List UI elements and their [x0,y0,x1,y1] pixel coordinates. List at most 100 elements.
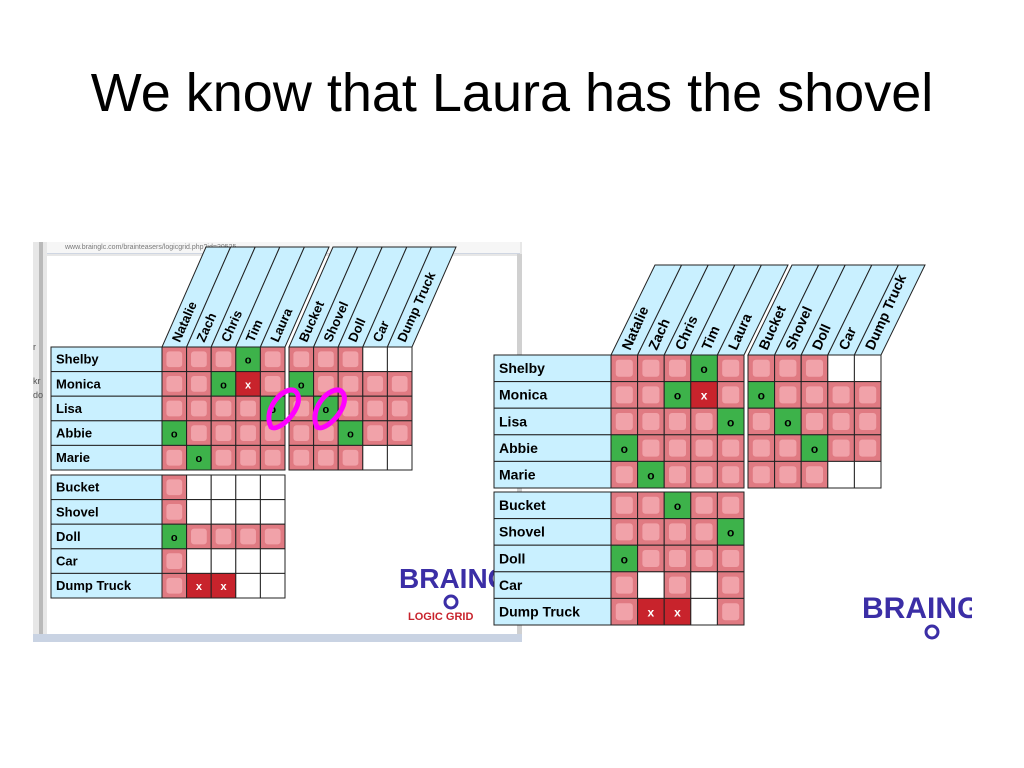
cell-marie-dump-truck[interactable] [386,444,413,471]
cell-shelby-car[interactable] [827,354,855,383]
cell-shelby-dump-truck[interactable] [853,354,882,383]
cell-abbie-zach-shade [191,425,207,441]
row2-label-shovel-box [50,499,163,525]
cutoff-text-3: do [33,390,44,400]
cell-abbie-natalie[interactable] [610,434,639,462]
cell-lisa-chris-shade [668,412,687,431]
cell-monica-shovel-shade [779,386,797,404]
cell-lisa-tim-shade [240,400,256,417]
cell-doll-natalie-mark: o [621,552,628,566]
cell-car-chris[interactable] [210,548,237,574]
cell-shovel-chris[interactable] [210,499,237,525]
cell-car-chris-shade [668,576,687,594]
cell-abbie-chris-shade [668,439,687,457]
cell-shelby-car[interactable] [362,346,388,373]
cell-shelby-laura-shade [264,351,281,368]
cell-shelby-bucket-shade [752,359,770,377]
cell-marie-laura[interactable] [716,460,745,489]
cell-doll-laura-shade [264,528,281,545]
cell-monica-laura[interactable] [716,381,745,409]
cell-dump-truck-tim[interactable] [690,597,718,626]
cell-monica-natalie-shade [166,376,183,392]
cell-monica-laura-shade [264,376,281,392]
cell-shovel-laura[interactable] [259,499,286,525]
cell-monica-bucket-mark: o [758,389,765,403]
row2-label-doll-box [50,523,163,550]
cell-car-laura[interactable] [259,548,286,574]
cell-dump-truck-tim[interactable] [235,572,261,599]
cell-shelby-shovel-shade [318,351,334,368]
cell-shovel-tim[interactable] [235,499,261,525]
cell-abbie-car-shade [367,425,383,441]
cell-abbie-doll[interactable] [337,420,364,446]
cell-marie-doll-shade [342,449,359,466]
cell-car-zach[interactable] [637,571,665,599]
cell-doll-tim[interactable] [235,523,261,550]
cell-shelby-doll-shade [805,359,824,377]
cell-monica-natalie-shade [615,386,633,404]
cell-marie-laura-shade [264,449,281,466]
cutoff-text-2: kr [33,376,41,386]
cell-doll-natalie[interactable] [161,523,188,550]
cell-abbie-doll-mark: o [347,429,354,441]
cell-lisa-zach[interactable] [186,395,212,422]
cell-dump-truck-chris[interactable] [210,572,237,599]
row-label-lisa: Lisa [499,413,527,429]
cell-abbie-natalie[interactable] [161,420,188,446]
row-label-lisa-box [50,395,163,422]
cell-abbie-shovel-shade [779,439,797,457]
cell-lisa-zach-shade [642,412,660,431]
cell-car-tim[interactable] [235,548,261,574]
cell-shelby-dump-truck[interactable] [386,346,413,373]
cell-shelby-tim[interactable] [235,346,261,373]
cell-marie-tim-shade [695,466,713,484]
cell-marie-dump-truck[interactable] [853,460,882,489]
cell-monica-laura-shade [722,386,740,404]
cell-lisa-tim-shade [695,412,713,431]
cell-marie-zach[interactable] [637,460,665,489]
row-label-abbie-box [50,420,163,446]
cell-doll-natalie-mark: o [171,532,178,544]
annotation-circle-1 [266,387,301,431]
cell-abbie-bucket-shade [293,425,310,441]
cell-bucket-tim[interactable] [235,474,261,501]
cell-dump-truck-zach[interactable] [186,572,212,599]
cell-bucket-zach[interactable] [186,474,212,501]
row-label-marie-box [50,444,163,471]
cell-shovel-zach[interactable] [186,499,212,525]
cell-doll-tim-shade [695,549,713,568]
cell-monica-bucket-mark: o [298,379,305,391]
cell-marie-natalie-shade [166,449,183,466]
row2-label-car: Car [499,577,523,593]
cell-dump-truck-zach[interactable] [637,597,665,626]
cell-dump-truck-chris[interactable] [663,597,692,626]
cell-bucket-chris[interactable] [663,491,692,520]
row2-label-dump-truck: Dump Truck [56,578,132,593]
cell-lisa-doll-shade [342,400,359,417]
cell-bucket-laura[interactable] [259,474,286,501]
cell-bucket-tim-shade [695,496,713,514]
braingle-logo-right: BRAINGLE [862,592,972,625]
cell-marie-bucket-shade [752,466,770,484]
cell-car-zach[interactable] [186,548,212,574]
cell-lisa-laura-mark: o [727,415,734,429]
row-label-monica: Monica [499,387,547,403]
cell-abbie-tim-shade [695,439,713,457]
cell-lisa-car-shade [832,412,850,431]
browser-bottom-bar [33,634,522,642]
address-url: www.brainglc.com/brainteasers/logicgrid.… [65,244,237,251]
cell-shelby-tim[interactable] [690,354,718,383]
cell-bucket-natalie-shade [615,496,633,514]
cell-car-laura-shade [722,576,740,594]
cell-marie-car[interactable] [827,460,855,489]
cell-dump-truck-laura[interactable] [259,572,286,599]
cell-bucket-chris[interactable] [210,474,237,501]
cell-lisa-dump-truck[interactable] [853,407,882,436]
cell-shovel-laura[interactable] [716,518,745,546]
cell-marie-shovel-shade [779,466,797,484]
cell-car-tim[interactable] [690,571,718,599]
cell-marie-car[interactable] [362,444,388,471]
cell-abbie-zach-shade [642,439,660,457]
